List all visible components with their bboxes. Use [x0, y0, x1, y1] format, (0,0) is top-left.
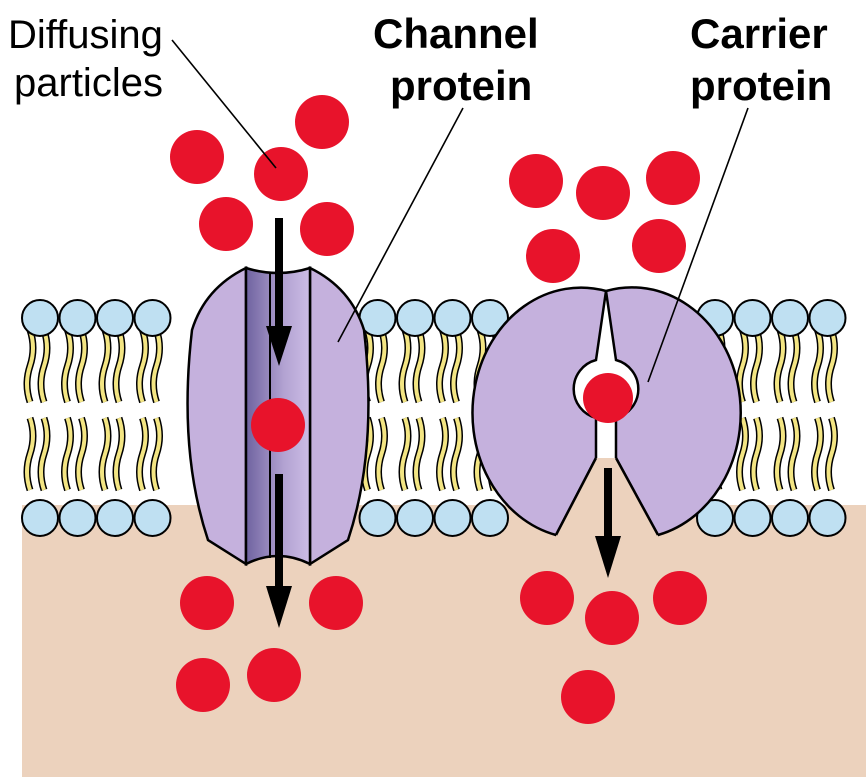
lipid-head: [397, 500, 433, 536]
particle: [561, 670, 615, 724]
lipid-head: [772, 500, 808, 536]
particle: [176, 658, 230, 712]
lipid-head: [22, 500, 58, 536]
particle: [309, 576, 363, 630]
lipid-head: [22, 300, 58, 336]
particle: [251, 398, 305, 452]
lipid-head: [60, 300, 96, 336]
particle: [585, 591, 639, 645]
diffusing-particles-label-line2: particles: [14, 61, 163, 105]
particle: [180, 576, 234, 630]
lipid-head: [772, 300, 808, 336]
particle: [509, 154, 563, 208]
cytoplasm-region: [22, 505, 866, 777]
particle: [247, 648, 301, 702]
lipid-head: [135, 500, 171, 536]
particle: [576, 166, 630, 220]
lipid-head: [810, 300, 846, 336]
lipid-head: [97, 500, 133, 536]
lipid-head: [135, 300, 171, 336]
lipid-head: [810, 500, 846, 536]
lipid-head: [97, 300, 133, 336]
particle: [526, 229, 580, 283]
lipid-head: [735, 500, 771, 536]
particle: [300, 202, 354, 256]
particle: [646, 151, 700, 205]
particle: [199, 197, 253, 251]
particle: [295, 95, 349, 149]
particle: [520, 571, 574, 625]
particle: [254, 147, 308, 201]
carrier-protein-label-line1: Carrier: [690, 10, 828, 57]
particle: [170, 130, 224, 184]
particle: [583, 373, 633, 423]
lipid-head: [397, 300, 433, 336]
carrier-protein-label-line2: protein: [690, 62, 832, 109]
channel-protein-label-line1: Channel: [373, 10, 539, 57]
lipid-head: [60, 500, 96, 536]
lipid-head: [360, 500, 396, 536]
particle: [653, 571, 707, 625]
lipid-head: [472, 500, 508, 536]
channel-protein-label-line2: protein: [390, 62, 532, 109]
lipid-head: [735, 300, 771, 336]
lipid-head: [435, 300, 471, 336]
lipid-head: [435, 500, 471, 536]
particle: [632, 219, 686, 273]
diffusing-particles-label-line1: Diffusing: [8, 13, 163, 57]
